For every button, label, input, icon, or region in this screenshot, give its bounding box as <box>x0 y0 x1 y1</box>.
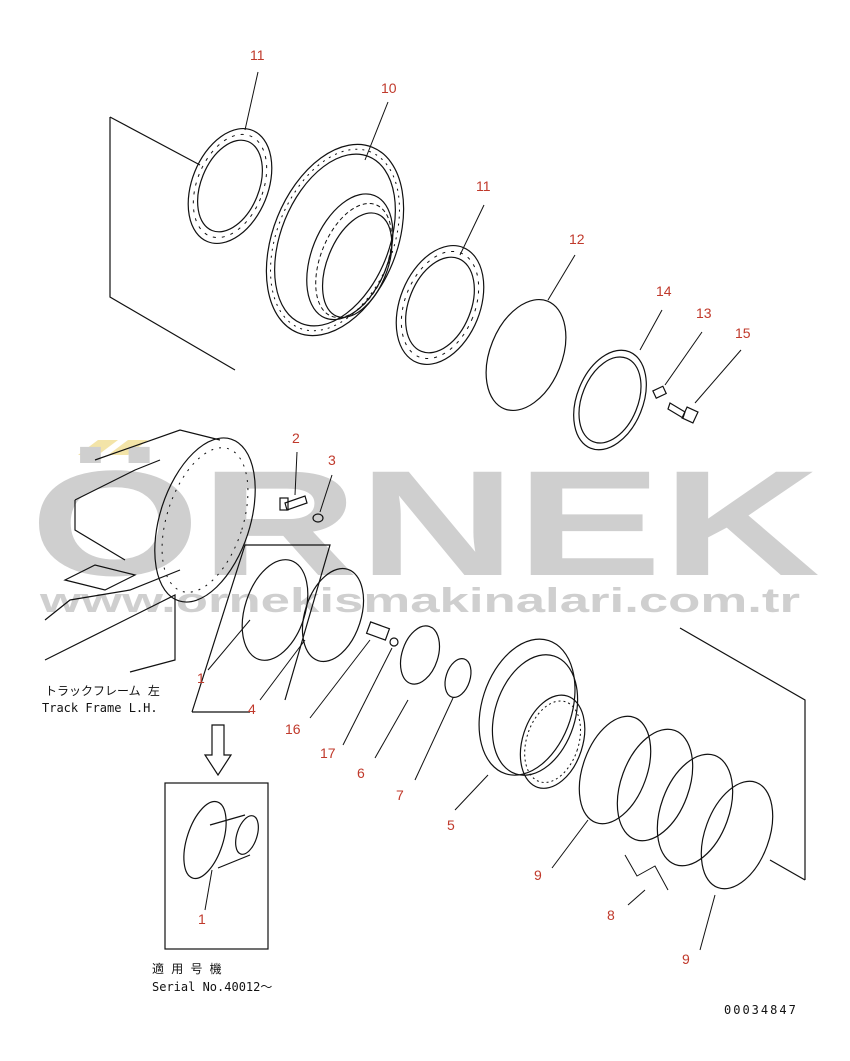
callout-8: 8 <box>607 907 615 923</box>
part-4-shim <box>301 567 365 663</box>
frame-mount-flange <box>154 437 256 603</box>
track-frame-outline <box>74 500 126 561</box>
part-15-bolt <box>667 402 699 424</box>
upper-assembly <box>109 116 699 451</box>
callout-9: 9 <box>682 951 690 967</box>
track-frame-label-jp: トラックフレーム 左 <box>45 683 160 698</box>
part-3-washer <box>312 513 324 523</box>
part-12-o-ring <box>485 298 567 412</box>
part-14-cover-plate <box>573 349 647 451</box>
upper-bracket-line <box>109 116 201 166</box>
arrow-down <box>203 724 233 777</box>
part-13-lock-plate <box>652 385 668 399</box>
track-frame-outline <box>74 459 161 501</box>
part-2-bolt <box>279 495 308 511</box>
drawing-number: 00034847 <box>724 1003 798 1017</box>
callout-7: 7 <box>396 787 404 803</box>
part-9-seal <box>700 780 774 890</box>
part-10-sprocket-hub <box>265 143 405 337</box>
track-frame-label-en: Track Frame L.H. <box>42 701 158 715</box>
callout-4: 4 <box>248 701 256 717</box>
callout-3: 3 <box>328 452 336 468</box>
callout-1: 1 <box>197 670 205 686</box>
callout-11: 11 <box>476 178 491 194</box>
callout-1: 1 <box>198 911 206 927</box>
inset-frame <box>164 782 269 950</box>
inset-part-1-end <box>235 815 259 855</box>
watermark-brand: ÖRNEK <box>30 439 820 607</box>
callout-11: 11 <box>250 47 265 63</box>
track-frame-outline <box>44 594 176 673</box>
callout-6: 6 <box>357 765 365 781</box>
inset-part-1-flange <box>183 800 227 880</box>
part-8-floating-seal <box>656 753 734 867</box>
inset-part-1-shaft <box>209 814 251 869</box>
track-frame-outline <box>63 564 137 591</box>
track-frame-assembly <box>44 429 806 891</box>
callout-10: 10 <box>381 80 397 96</box>
serial-label-jp: 適 用 号 機 <box>152 961 222 976</box>
frame-mount-holes <box>161 447 249 593</box>
part-6-o-ring <box>399 625 441 685</box>
part-8-bracket <box>624 854 669 891</box>
serial-label-en: Serial No.40012～ <box>152 980 272 994</box>
alternate-part-inset <box>164 782 269 950</box>
text-labels: トラックフレーム 左 Track Frame L.H. 適 用 号 機 Seri… <box>42 683 798 1017</box>
part-11-ring <box>395 244 485 366</box>
watermark-accent-mark <box>78 440 118 455</box>
callout-14: 14 <box>656 283 672 299</box>
callout-17: 17 <box>320 745 336 761</box>
callout-15: 15 <box>735 325 751 341</box>
track-frame-outline <box>44 569 181 621</box>
upper-bracket-line <box>109 117 236 371</box>
callout-5: 5 <box>447 817 455 833</box>
part-11-ring <box>187 127 273 245</box>
part-9-seal <box>578 715 652 825</box>
part-16-plug <box>365 621 391 641</box>
part-17-ball <box>389 637 399 647</box>
callout-numbers: 11 10 11 12 14 13 15 2 3 1 4 16 17 6 7 5… <box>197 47 751 967</box>
mount-bracket-line <box>191 544 331 713</box>
part-8-floating-seal <box>616 728 694 842</box>
lower-bracket-line <box>769 859 806 881</box>
part-7-snap-ring <box>444 658 472 698</box>
track-frame-outline <box>94 429 221 461</box>
callout-12: 12 <box>569 231 585 247</box>
lower-bracket-line <box>679 627 806 880</box>
watermark-url: www.ornekismakinalari.com.tr <box>38 582 800 620</box>
watermark: ÖRNEK www.ornekismakinalari.com.tr <box>30 439 820 620</box>
callout-16: 16 <box>285 721 301 737</box>
part-5-ring-gear <box>478 638 586 789</box>
leader-lines <box>204 71 742 951</box>
callout-2: 2 <box>292 430 300 446</box>
callout-13: 13 <box>696 305 712 321</box>
callout-9: 9 <box>534 867 542 883</box>
